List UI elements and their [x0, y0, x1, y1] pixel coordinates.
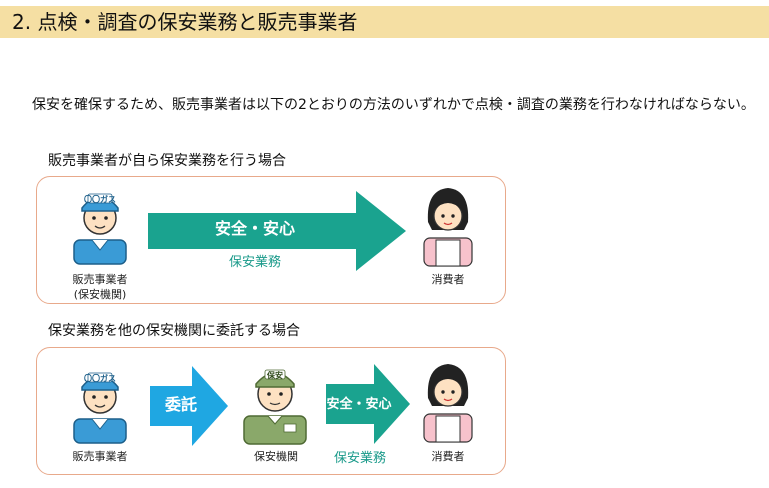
safety-arrow-icon [326, 364, 410, 444]
safety-work-label: 保安業務 [333, 451, 386, 466]
section-title: 2. 点検・調査の保安業務と販売事業者 [12, 10, 358, 34]
section-header-bar: 2. 点検・調査の保安業務と販売事業者 [0, 6, 769, 38]
consumer-label: 消費者 [431, 273, 465, 286]
consumer-woman-icon [423, 364, 473, 443]
seller-cap-text: 〇〇ガス [84, 195, 116, 204]
agency-cap-text: 保安 [267, 371, 283, 380]
safety-work-label: 保安業務 [228, 255, 281, 270]
safety-arrow-label: 安全・安心 [326, 397, 392, 412]
delegate-arrow-label: 委託 [164, 395, 197, 414]
consumer-woman-icon [423, 188, 473, 267]
delegate-arrow-icon [150, 366, 228, 446]
seller-label: 販売事業者 [72, 450, 128, 463]
agency-worker-icon [243, 369, 307, 445]
safety-arrow-icon [148, 191, 406, 271]
seller-cap-text: 〇〇ガス [84, 374, 116, 383]
case2-title: 保安業務を他の保安機関に委託する場合 [48, 323, 300, 339]
seller-worker-icon [73, 372, 127, 444]
consumer-label: 消費者 [431, 450, 465, 463]
seller-label: 販売事業者 [72, 273, 128, 286]
intro-paragraph: 保安を確保するため、販売事業者は以下の2とおりの方法のいずれかで点検・調査の業務… [32, 97, 755, 113]
safety-arrow-label: 安全・安心 [214, 219, 295, 238]
seller-worker-icon [73, 193, 127, 265]
agency-label: 保安機関 [254, 450, 298, 463]
case1-title: 販売事業者が自ら保安業務を行う場合 [48, 153, 286, 169]
seller-label-sub: (保安機関) [73, 288, 127, 301]
